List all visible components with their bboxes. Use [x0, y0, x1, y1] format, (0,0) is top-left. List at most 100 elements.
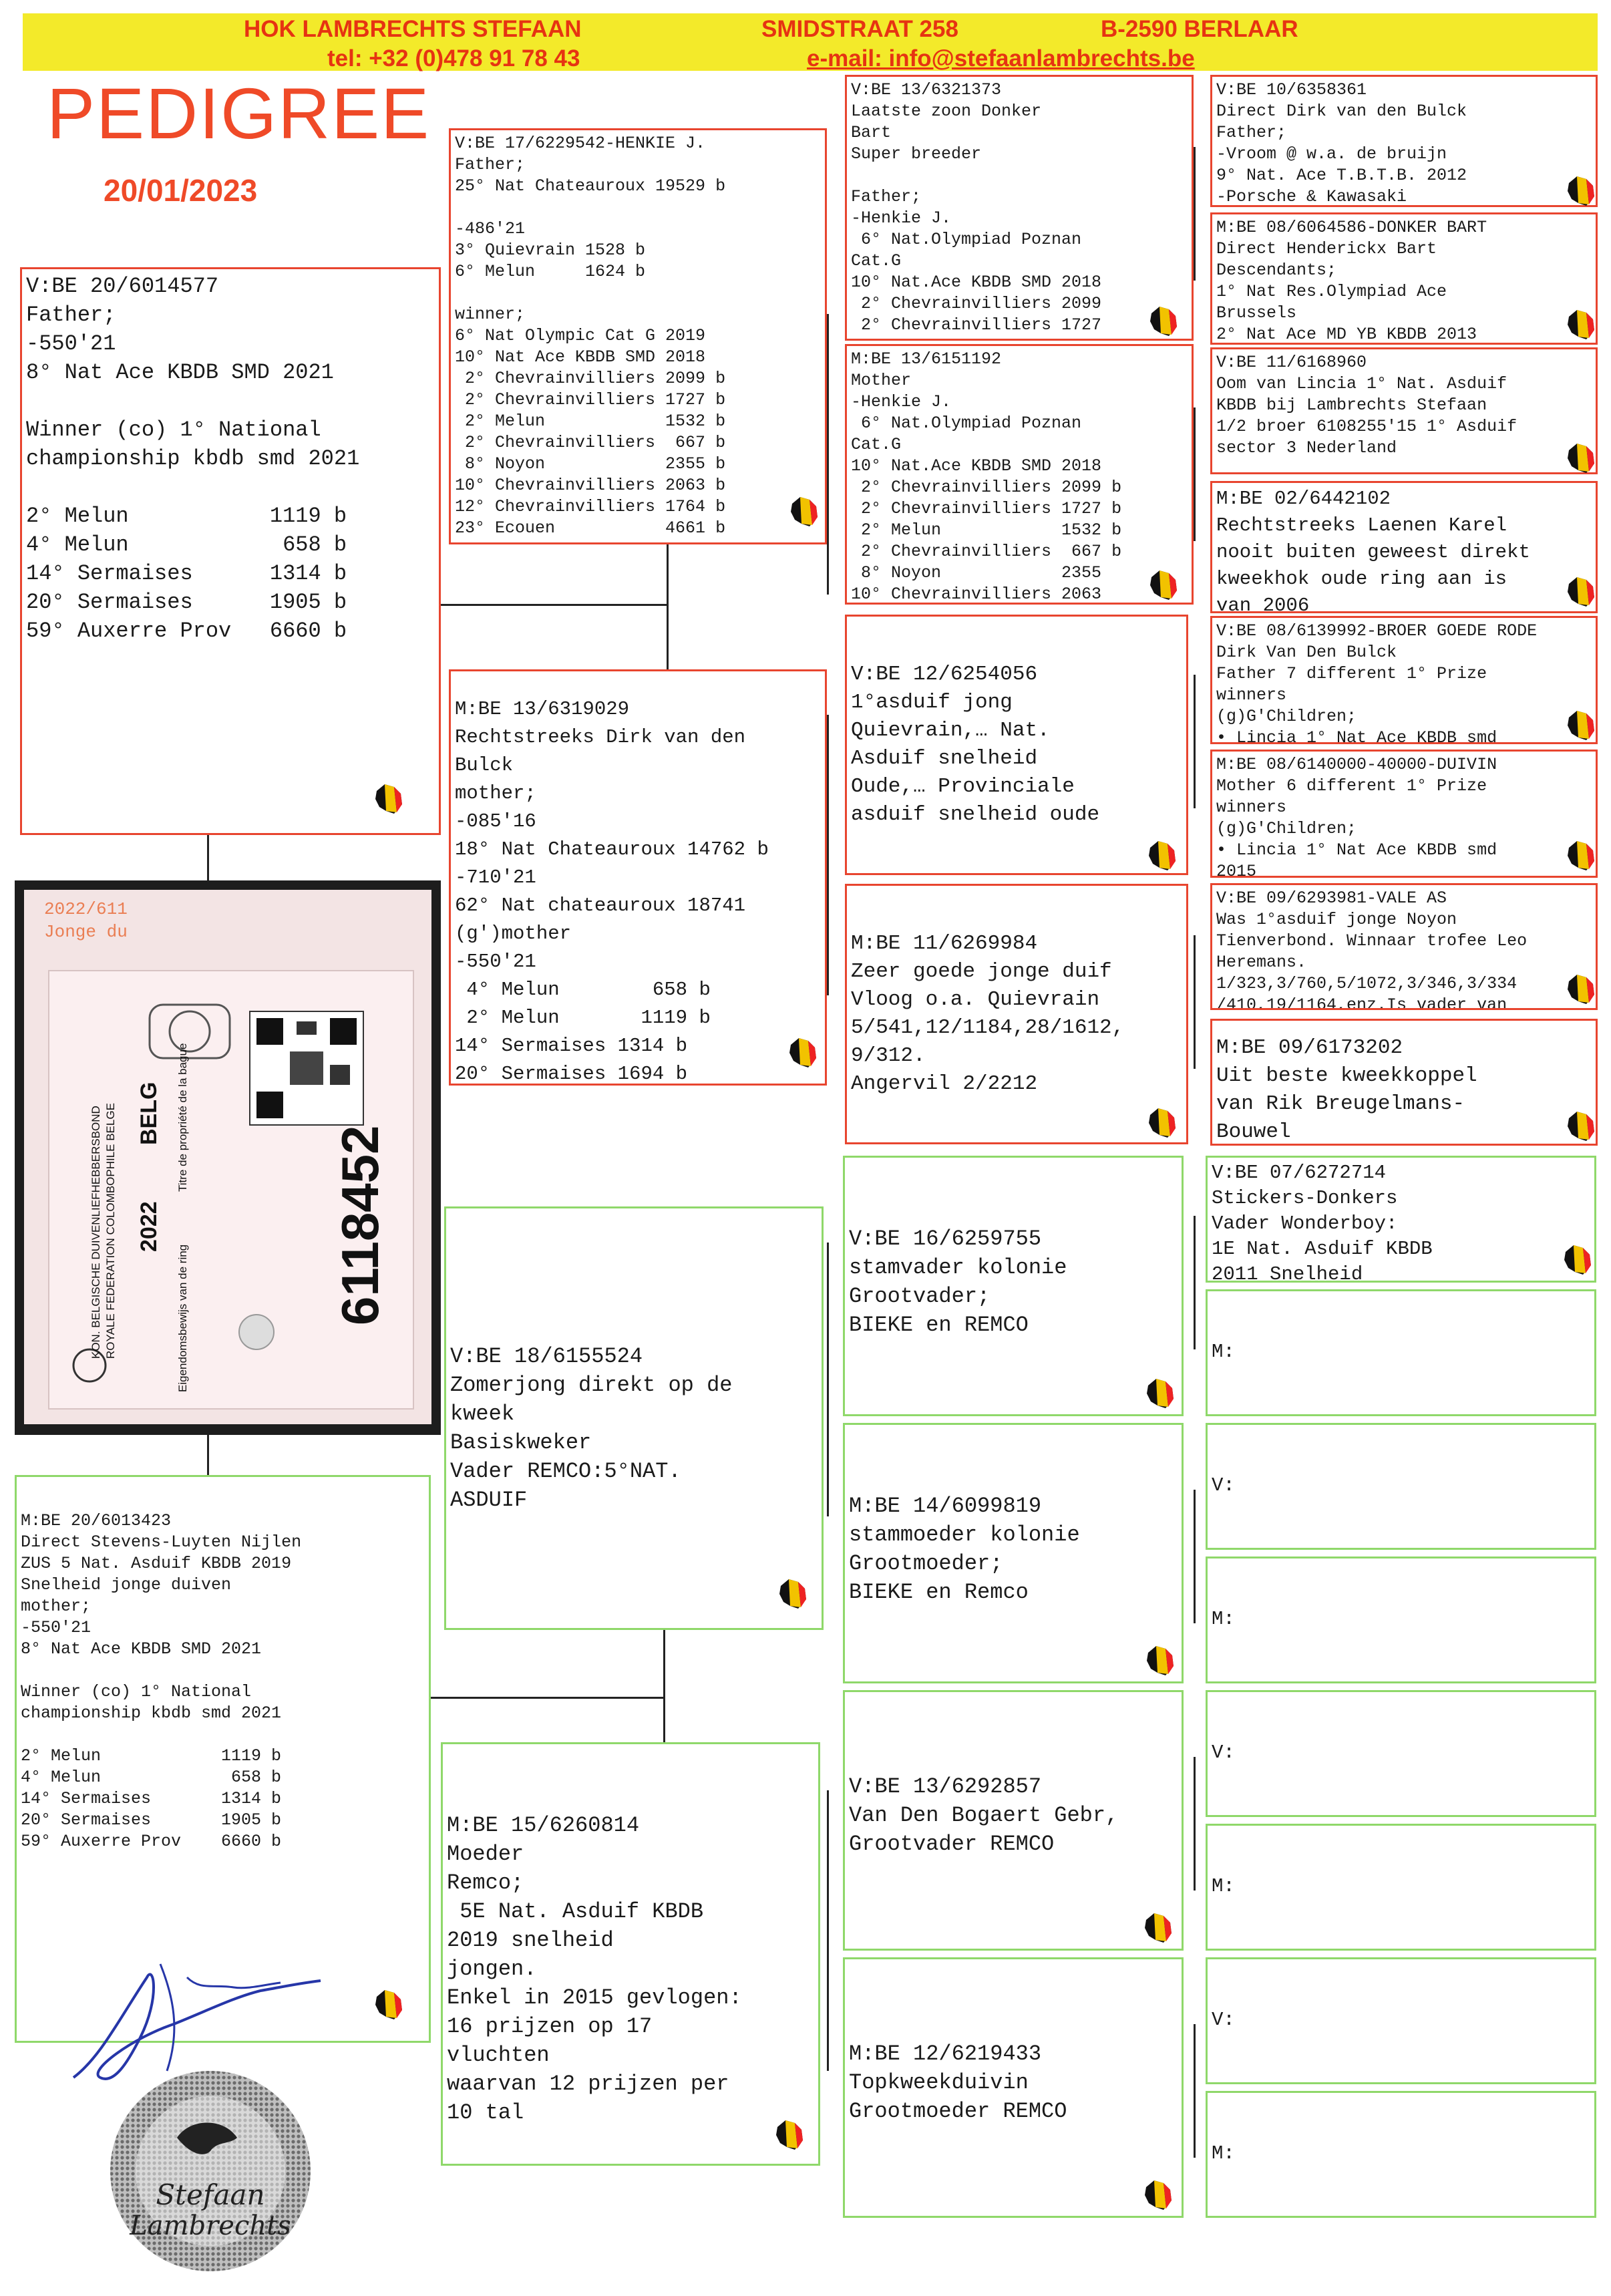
belgium-map-icon — [1564, 1245, 1591, 1275]
granddam-mm-text: M:BE 11/6269984 Zeer goede jonge duif Vl… — [851, 932, 1125, 1096]
belgium-map-icon — [1145, 2180, 1172, 2210]
ring-owner-nl: Eigendomsbewijs van de ring — [176, 1244, 189, 1392]
ggp-box-j: M: — [1206, 1289, 1596, 1416]
ggp-box-m: V: — [1206, 1690, 1596, 1817]
ring-card-line1: 2022/611 — [44, 899, 128, 919]
belgium-map-icon — [1568, 841, 1594, 870]
ring-paper: 6118452 2022 BELG KON. BELGISCHE DUIVENL… — [48, 970, 414, 1410]
stamp-line1: Stefaan — [156, 2178, 264, 2211]
connector-line — [441, 604, 668, 606]
belgium-map-icon — [1568, 577, 1594, 607]
ring-org2: ROYALE FEDERATION COLOMBOPHILE BELGE — [104, 1103, 117, 1359]
header-tel: tel: +32 (0)478 91 78 43 — [327, 45, 580, 71]
granddam-fm-text: M:BE 13/6151192 Mother -Henkie J. 6° Nat… — [851, 349, 1122, 604]
connector-line — [663, 1630, 665, 1742]
belgium-map-icon — [375, 1990, 402, 2019]
dam-of-dam-box: M:BE 15/6260814 Moeder Remco; 5E Nat. As… — [441, 1742, 820, 2166]
ggp-box-o: V: — [1206, 1957, 1596, 2084]
connector-line — [1194, 2024, 1196, 2158]
granddam-mm-box: M:BE 11/6269984 Zeer goede jonge duif Vl… — [845, 884, 1188, 1144]
ggp-text-l: M: — [1212, 1608, 1235, 1630]
belgium-map-icon — [1568, 176, 1594, 206]
belgium-map-icon — [1147, 1646, 1174, 1675]
sire-of-dam-text: V:BE 18/6155524 Zomerjong direkt op de k… — [450, 1344, 733, 1512]
ggp-text-g: V:BE 09/6293981-VALE AS Was 1°asduif jon… — [1216, 888, 1528, 1010]
ggp-box-g: V:BE 09/6293981-VALE AS Was 1°asduif jon… — [1210, 883, 1598, 1010]
belgium-map-icon — [1568, 310, 1594, 339]
ring-card-line2: Jonge du — [44, 922, 128, 942]
connector-line — [1194, 1216, 1196, 1349]
connector-line — [207, 1435, 209, 1475]
stamp-line2: Lambrechts — [129, 2210, 291, 2241]
connector-line — [1194, 935, 1196, 1069]
dam-of-sire-box: M:BE 13/6319029 Rechtstreeks Dirk van de… — [449, 669, 827, 1086]
granddam-fm-box: M:BE 13/6151192 Mother -Henkie J. 6° Nat… — [845, 344, 1194, 605]
sire-text: V:BE 17/6229542-HENKIE J. Father; 25° Na… — [455, 134, 726, 538]
ggp-text-k: V: — [1212, 1474, 1235, 1496]
ggp-text-n: M: — [1212, 1875, 1235, 1897]
ggp-box-p: M: — [1206, 2091, 1596, 2218]
belgium-map-icon — [1568, 444, 1594, 473]
grandsire-mf-text: V:BE 12/6254056 1°asduif jong Quievrain,… — [851, 663, 1100, 826]
dam-of-sire-text: M:BE 13/6319029 Rechtstreeks Dirk van de… — [455, 698, 769, 1085]
ggp-text-c: V:BE 11/6168960 Oom van Lincia 1° Nat. A… — [1216, 353, 1517, 458]
sire-box: V:BE 17/6229542-HENKIE J. Father; 25° Na… — [449, 128, 827, 544]
ggp-box-d: M:BE 02/6442102 Rechtstreeks Laenen Kare… — [1210, 481, 1598, 613]
header-email[interactable]: e-mail: info@stefaanlambrechts.be — [807, 45, 1195, 71]
ggp-box-i: V:BE 07/6272714 Stickers-Donkers Vader W… — [1206, 1156, 1596, 1283]
header-street: SMIDSTRAAT 258 — [761, 16, 958, 42]
belgium-map-icon — [1149, 841, 1176, 870]
dam-of-dam-text: M:BE 15/6260814 Moeder Remco; 5E Nat. As… — [447, 1813, 742, 2125]
granddam-dmm-box: M:BE 12/6219433 Topkweekduivin Grootmoed… — [843, 1957, 1184, 2218]
connector-line — [431, 1697, 665, 1699]
ggp-box-c: V:BE 11/6168960 Oom van Lincia 1° Nat. A… — [1210, 347, 1598, 474]
ggp-box-b: M:BE 08/6064586-DONKER BART Direct Hende… — [1210, 212, 1598, 345]
ggp-box-k: V: — [1206, 1423, 1596, 1550]
page-title: PEDIGREE — [47, 73, 431, 154]
connector-line — [207, 835, 209, 880]
grandsire-dmf-text: V:BE 13/6292857 Van Den Bogaert Gebr, Gr… — [849, 1774, 1119, 1856]
ring-org: KON. BELGISCHE DUIVENLIEFHEBBERSBOND — [90, 1106, 102, 1359]
ggp-text-i: V:BE 07/6272714 Stickers-Donkers Vader W… — [1212, 1162, 1433, 1283]
subject-father-text: V:BE 20/6014577 Father; -550'21 8° Nat A… — [26, 274, 360, 643]
ggp-box-f: M:BE 08/6140000-40000-DUIVIN Mother 6 di… — [1210, 750, 1598, 878]
sire-of-dam-box: V:BE 18/6155524 Zomerjong direkt op de k… — [444, 1206, 824, 1630]
ggp-text-f: M:BE 08/6140000-40000-DUIVIN Mother 6 di… — [1216, 755, 1497, 878]
grandsire-ff-box: V:BE 13/6321373 Laatste zoon Donker Bart… — [845, 75, 1194, 341]
ring-paper-art — [72, 1003, 364, 1383]
ring-country: BELG — [136, 1082, 162, 1145]
belgium-map-icon — [1568, 711, 1594, 740]
ring-owner-fr: Titre de propriété de la bague — [176, 1043, 189, 1192]
breeder-stamp: Stefaan Lambrechts — [110, 2071, 311, 2271]
subject-mother-text: M:BE 20/6013423 Direct Stevens-Luyten Ni… — [21, 1511, 302, 1851]
connector-line — [1194, 147, 1196, 281]
belgium-map-icon — [1149, 1108, 1176, 1138]
ggp-text-p: M: — [1212, 2142, 1235, 2164]
ggp-text-h: M:BE 09/6173202 Uit beste kweekkoppel va… — [1216, 1036, 1477, 1144]
grandsire-dmf-box: V:BE 13/6292857 Van Den Bogaert Gebr, Gr… — [843, 1690, 1184, 1951]
connector-line — [1194, 1757, 1196, 1891]
ring-card-inner: 2022/611 Jonge du 6118452 2022 BELG KON.… — [24, 890, 431, 1424]
ggp-box-l: M: — [1206, 1556, 1596, 1683]
ggp-text-e: V:BE 08/6139992-BROER GOEDE RODE Dirk Va… — [1216, 621, 1538, 744]
connector-line — [827, 1790, 829, 2071]
ggp-text-b: M:BE 08/6064586-DONKER BART Direct Hende… — [1216, 218, 1487, 344]
belgium-map-icon — [1150, 570, 1177, 600]
ggp-box-a: V:BE 10/6358361 Direct Dirk van den Bulc… — [1210, 75, 1598, 207]
connector-line — [1194, 407, 1196, 541]
belgium-map-icon — [1568, 975, 1594, 1004]
header-banner — [23, 13, 1598, 71]
ggp-box-h: M:BE 09/6173202 Uit beste kweekkoppel va… — [1210, 1019, 1598, 1146]
connector-line — [827, 1243, 829, 1516]
ggp-text-m: V: — [1212, 1742, 1235, 1764]
ggp-text-d: M:BE 02/6442102 Rechtstreeks Laenen Kare… — [1216, 488, 1530, 613]
belgium-map-icon — [375, 784, 402, 814]
subject-father-box: V:BE 20/6014577 Father; -550'21 8° Nat A… — [20, 267, 441, 835]
connector-line — [827, 314, 829, 595]
connector-line — [667, 544, 669, 669]
grandsire-ff-text: V:BE 13/6321373 Laatste zoon Donker Bart… — [851, 80, 1102, 335]
grandsire-mf-box: V:BE 12/6254056 1°asduif jong Quievrain,… — [845, 615, 1188, 875]
grandsire-mmf-text: V:BE 16/6259755 stamvader kolonie Grootv… — [849, 1226, 1067, 1337]
belgium-map-icon — [791, 497, 818, 526]
granddam-dmm-text: M:BE 12/6219433 Topkweekduivin Grootmoed… — [849, 2041, 1067, 2124]
